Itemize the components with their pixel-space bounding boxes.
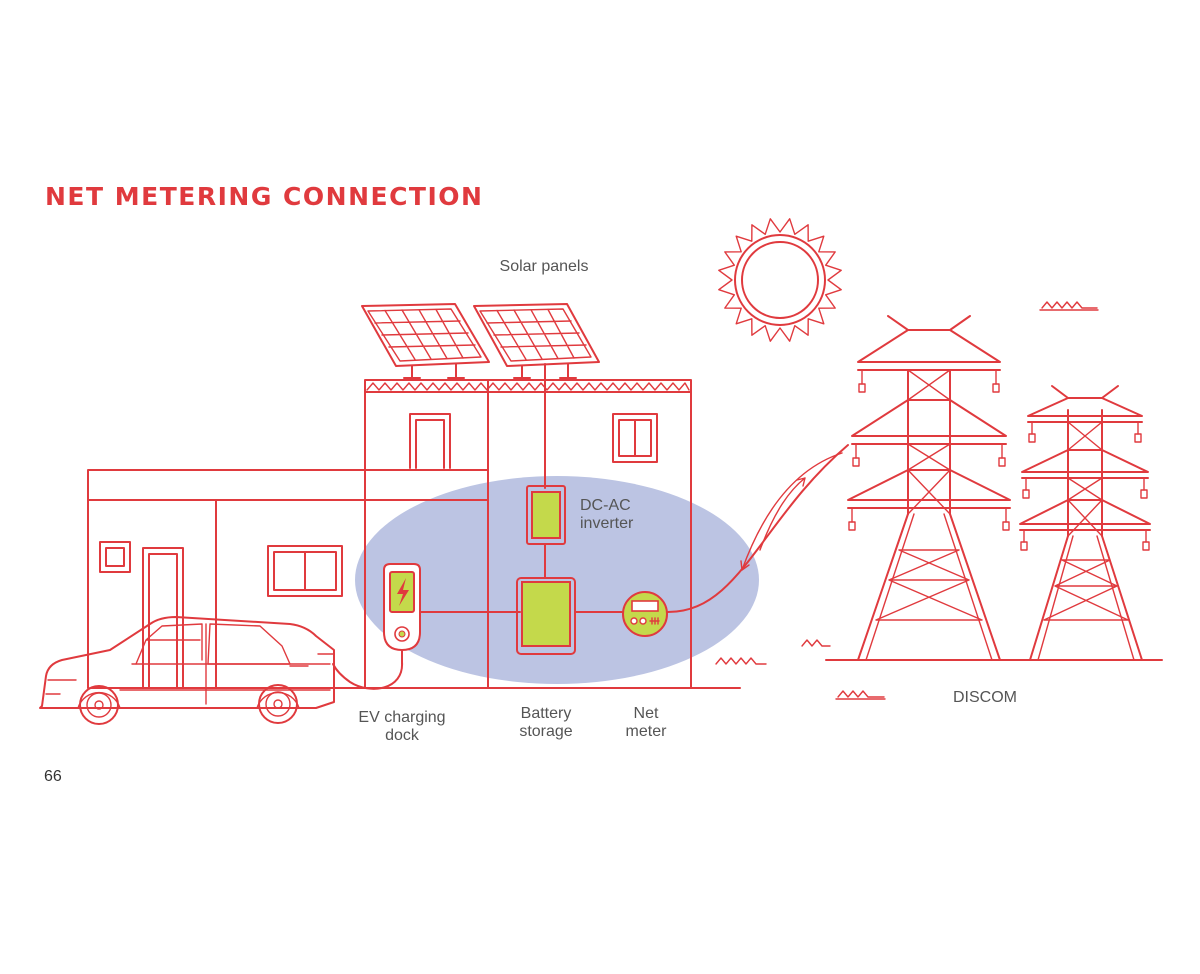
cloud-icon	[1039, 301, 1099, 311]
battery-label: Battery storage	[519, 705, 573, 740]
sun-icon	[718, 218, 842, 342]
discom-label: DISCOM	[953, 689, 1017, 706]
ev-charging-dock	[383, 563, 421, 665]
car-icon	[39, 616, 335, 725]
grid-flow-arrow-out	[759, 477, 806, 551]
grid-flow-arrow-in	[740, 452, 843, 571]
transmission-tower-small	[1019, 385, 1151, 661]
net-meter-icon	[622, 591, 668, 637]
meter-to-grid-wire	[667, 444, 849, 613]
transmission-tower-large	[847, 315, 1011, 661]
solar-panels-label: Solar panels	[499, 258, 589, 275]
ev-dock-label: EV charging dock	[358, 709, 446, 744]
solar-panel-left	[361, 303, 490, 381]
house	[87, 379, 692, 689]
battery-box	[516, 577, 576, 655]
page-number: 66	[44, 768, 62, 785]
page-title: NET METERING CONNECTION	[45, 182, 484, 211]
charging-cable	[332, 661, 404, 690]
solar-panel-right	[473, 303, 600, 381]
inverter-label: DC-AC inverter	[580, 497, 634, 532]
grass-icon	[715, 639, 886, 700]
inverter-box	[526, 485, 566, 545]
net-meter-label: Net meter	[625, 705, 667, 740]
